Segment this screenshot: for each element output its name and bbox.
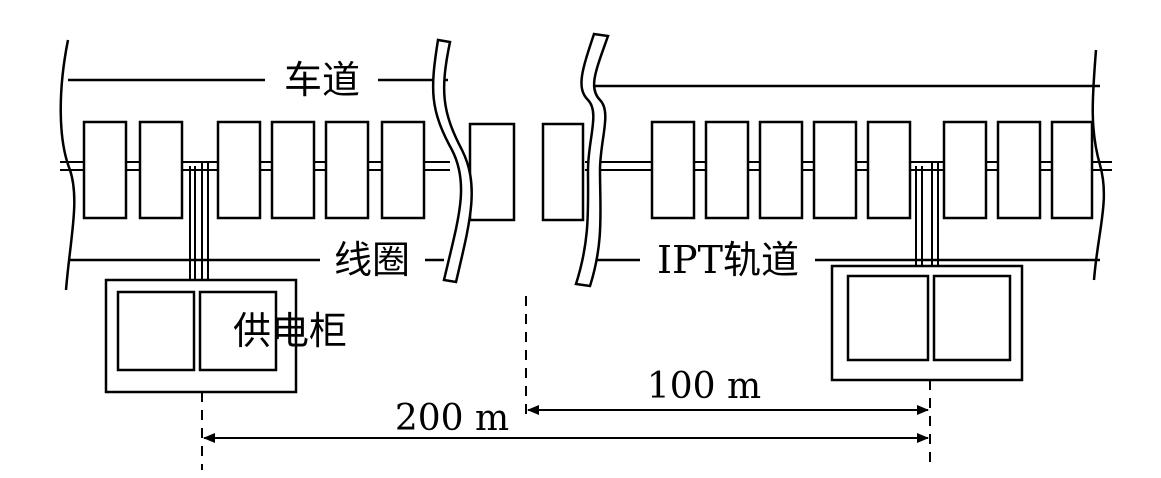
- supply-cabinet-right: [830, 264, 1024, 382]
- coil-group-left: [82, 120, 426, 220]
- right-break-edge: [1091, 49, 1106, 281]
- label-100m: 100 m: [647, 366, 761, 407]
- left-break-edge: [59, 39, 76, 291]
- label-lane: 车道: [284, 58, 360, 102]
- supply-cabinet-left: [104, 278, 298, 394]
- break-mark-left: [431, 38, 473, 284]
- label-200m: 200 m: [395, 398, 509, 439]
- coil-group-right: [650, 120, 1094, 220]
- coil-group-middle: [468, 122, 585, 222]
- label-cabinet: 供电柜: [233, 309, 347, 353]
- break-mark-right: [574, 32, 610, 288]
- label-track: IPT轨道: [657, 238, 799, 282]
- feed-wire-left: [189, 162, 209, 290]
- feed-wire-right: [915, 162, 939, 276]
- reference-dashed-lines: [201, 296, 931, 470]
- label-coil: 线圈: [334, 238, 410, 282]
